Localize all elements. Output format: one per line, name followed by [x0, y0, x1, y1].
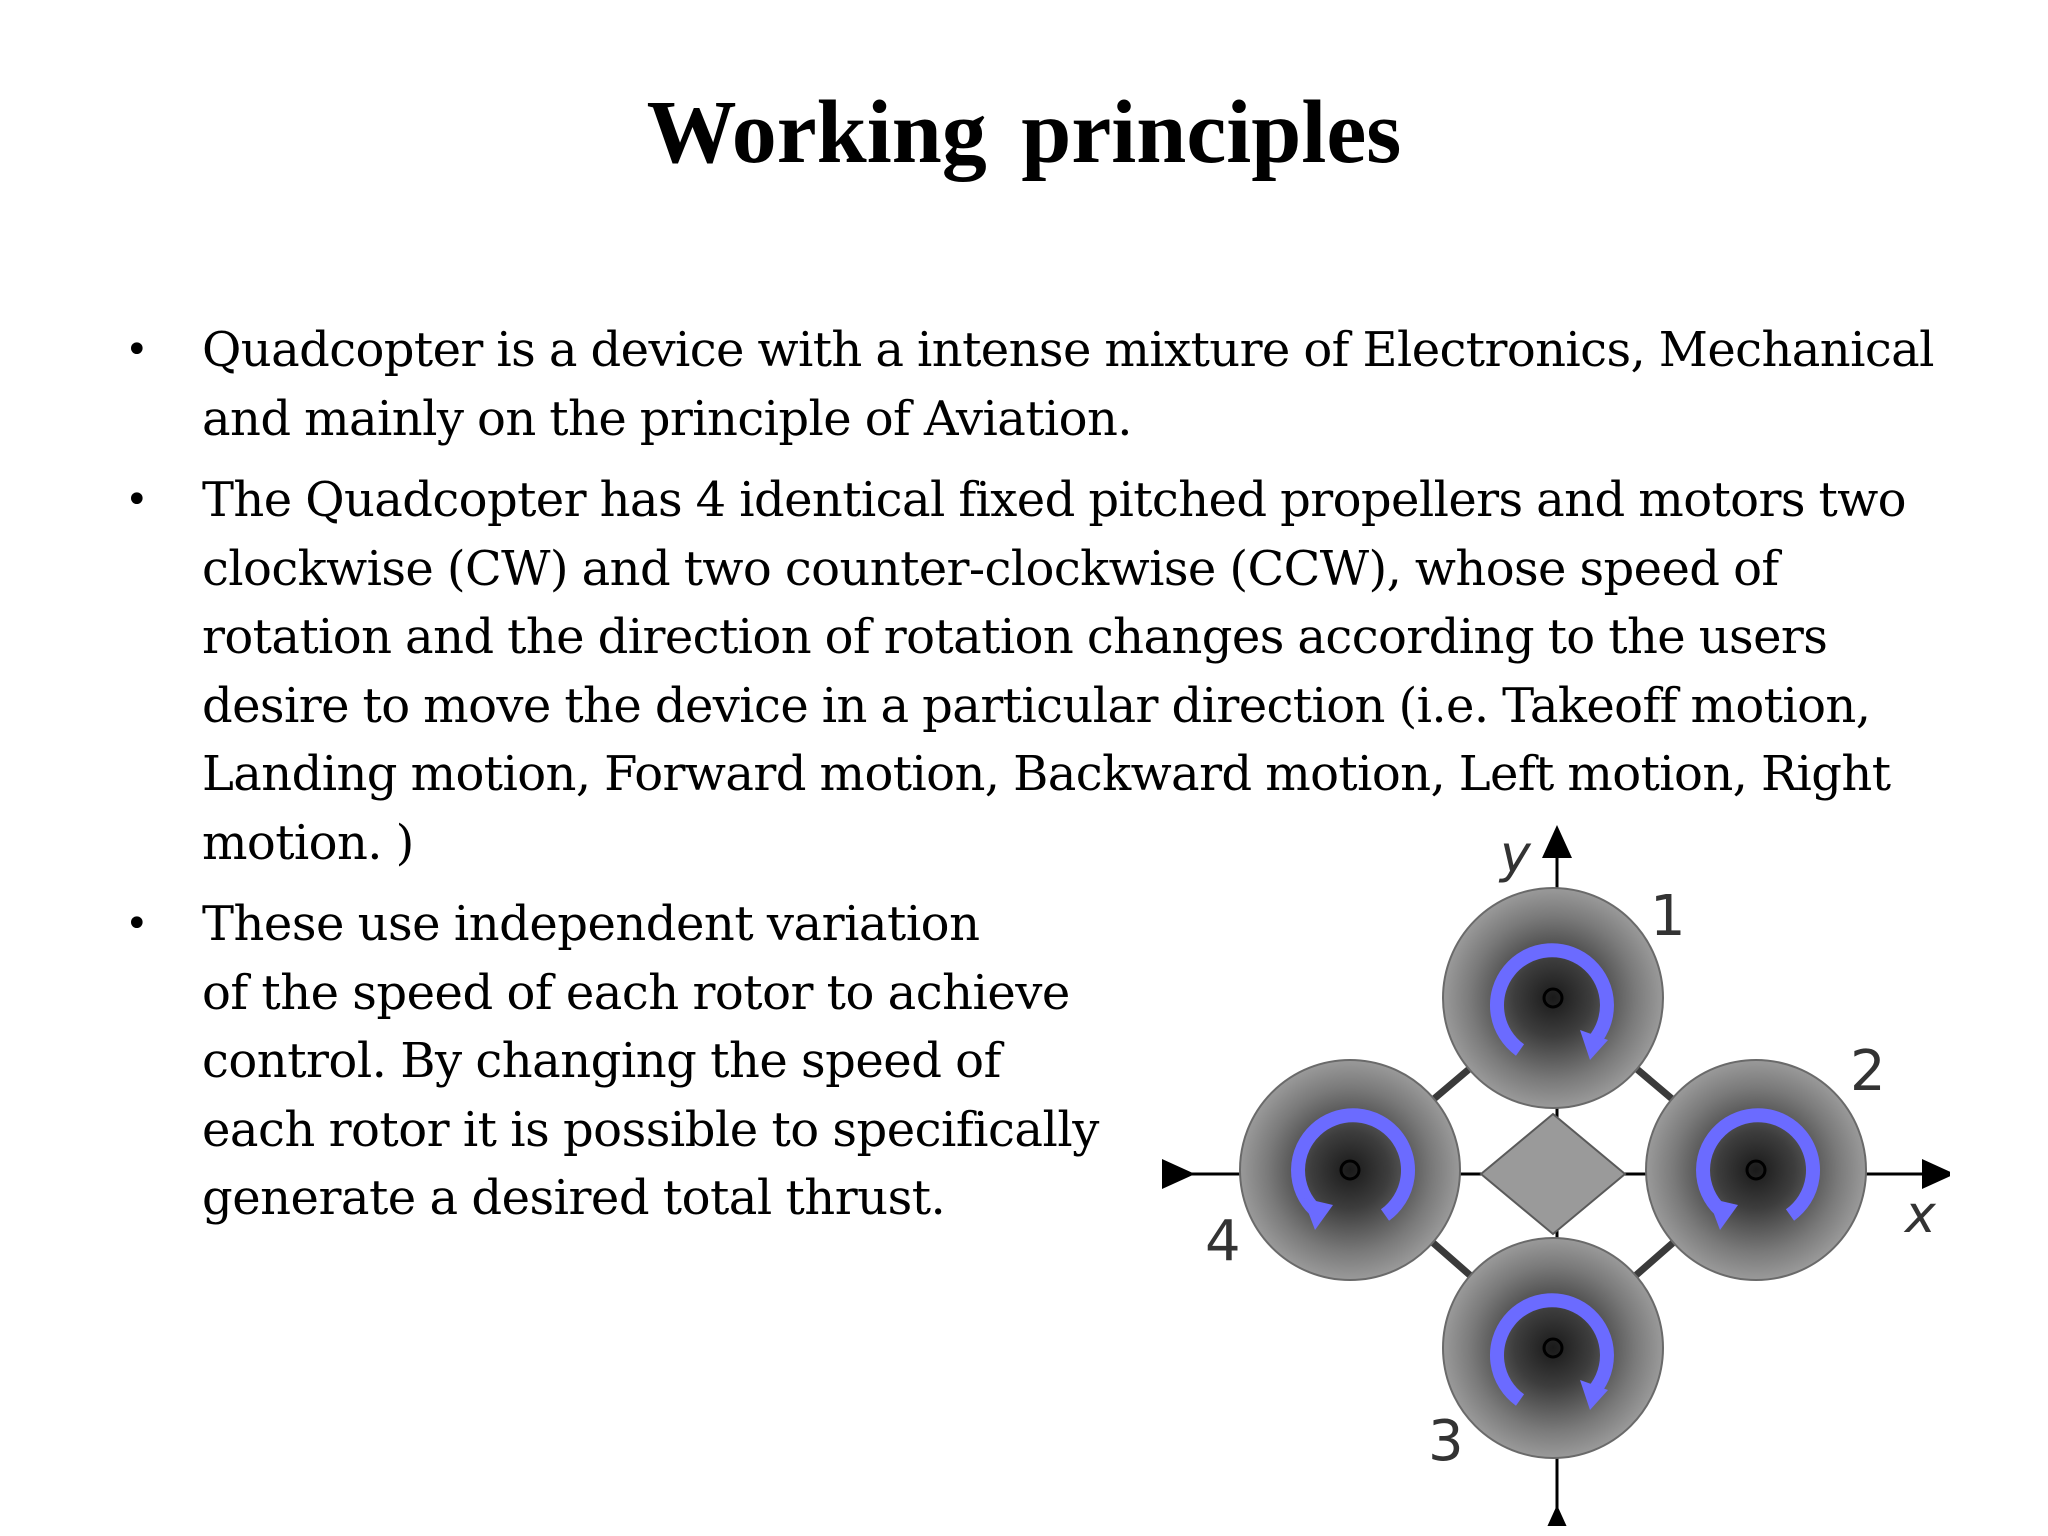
- center-body: [1479, 1112, 1627, 1236]
- rotor-1: [1442, 887, 1664, 1109]
- rotor-2: [1645, 1059, 1867, 1281]
- rotor-label-4: 4: [1205, 1209, 1241, 1274]
- rotor-label-2: 2: [1850, 1039, 1886, 1104]
- quadcopter-diagram-svg: y x 1 2 3 4: [1162, 825, 1955, 1536]
- bullet-marker: •: [125, 327, 149, 373]
- quadcopter-diagram: y x 1 2 3 4: [1160, 820, 1955, 1536]
- bullet-text: The Quadcopter has 4 identical fixed pit…: [202, 472, 1907, 871]
- slide-title: Working principles: [646, 83, 1402, 182]
- y-axis-label: y: [1498, 825, 1532, 885]
- rotor-3: [1442, 1237, 1664, 1459]
- rotor-label-1: 1: [1650, 884, 1686, 949]
- bullet-text: These use independent variation of the s…: [202, 896, 1099, 1226]
- x-axis-label: x: [1903, 1185, 1937, 1245]
- bullet-marker: •: [125, 477, 149, 523]
- rotor-label-3: 3: [1428, 1409, 1464, 1474]
- bullet-marker: •: [125, 901, 149, 947]
- rotor-4: [1239, 1059, 1461, 1281]
- bullet-text: Quadcopter is a device with a intense mi…: [202, 322, 1935, 447]
